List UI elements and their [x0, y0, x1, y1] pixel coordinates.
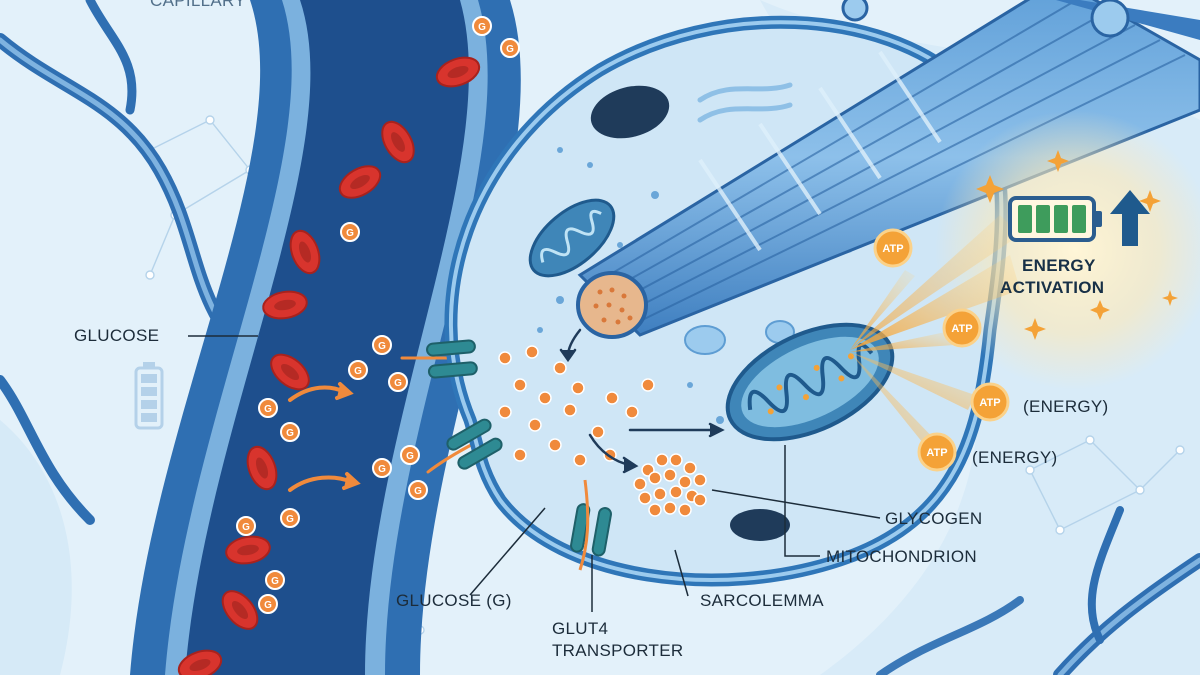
svg-text:G: G	[354, 366, 362, 377]
glut4-label-line1: GLUT4	[552, 619, 608, 639]
svg-text:G: G	[378, 341, 386, 352]
svg-text:G: G	[271, 576, 279, 587]
svg-text:G: G	[242, 522, 250, 533]
sarcolemma-label: SARCOLEMMA	[700, 591, 824, 611]
svg-text:ATP: ATP	[951, 323, 972, 335]
energy-label-1: (ENERGY)	[1023, 397, 1109, 417]
glycogen-label: GLYCOGEN	[885, 509, 983, 529]
svg-text:G: G	[478, 22, 486, 33]
svg-text:ATP: ATP	[926, 447, 947, 459]
svg-text:G: G	[394, 378, 402, 389]
glucose-g-label: GLUCOSE (G)	[396, 591, 512, 611]
energy-battery-icon	[1010, 198, 1102, 240]
svg-text:G: G	[286, 514, 294, 525]
svg-text:G: G	[414, 486, 422, 497]
svg-text:G: G	[264, 404, 272, 415]
energy-label-2: (ENERGY)	[972, 448, 1058, 468]
svg-text:G: G	[506, 44, 514, 55]
capillary-label: CAPILLARY	[150, 0, 246, 11]
svg-text:G: G	[406, 451, 414, 462]
energy-activation-label-line1: ENERGY	[1022, 256, 1096, 276]
svg-text:G: G	[264, 600, 272, 611]
svg-text:G: G	[286, 428, 294, 439]
svg-text:ATP: ATP	[979, 397, 1000, 409]
mitochondrion-label: MITOCHONDRION	[826, 547, 977, 567]
glucose-label: GLUCOSE	[74, 326, 159, 346]
energy-activation-label-line2: ACTIVATION	[1000, 278, 1104, 298]
svg-text:ATP: ATP	[882, 243, 903, 255]
glut4-label-line2: TRANSPORTER	[552, 641, 683, 661]
svg-text:G: G	[346, 228, 354, 239]
svg-text:G: G	[378, 464, 386, 475]
